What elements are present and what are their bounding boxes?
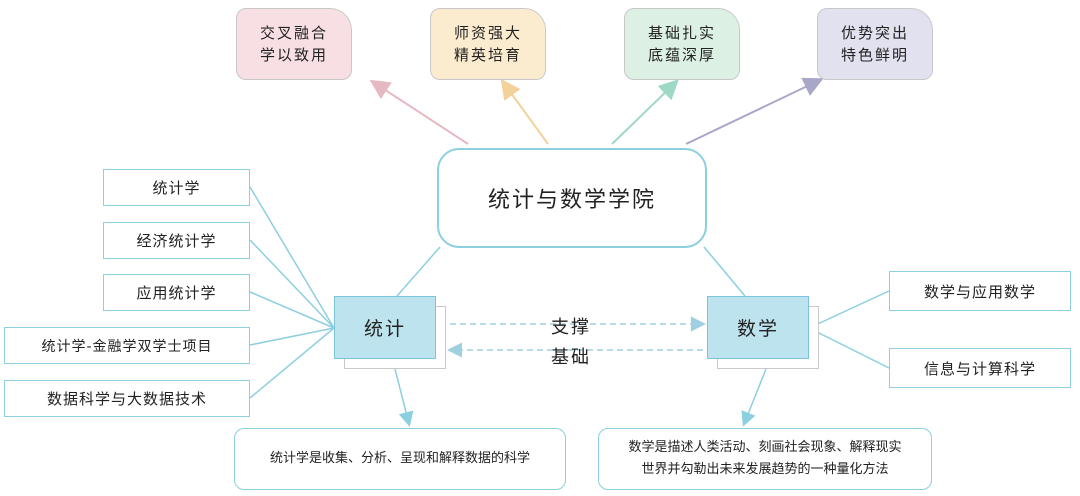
arrow-to-feature-2 — [500, 78, 549, 145]
statistics-definition: 统计学是收集、分析、呈现和解释数据的科学 — [234, 428, 566, 490]
stat-major-line-1 — [249, 186, 335, 329]
math-definition-arrow — [741, 368, 767, 427]
math-major-2: 信息与计算科学 — [889, 348, 1071, 388]
math-major-1: 数学与应用数学 — [889, 271, 1071, 311]
stat-major-line-5 — [249, 327, 335, 399]
feature-1-line1: 交叉融合 — [259, 24, 328, 42]
math-definition-line2: 世界并勾勒出未来发展趋势的一种量化方法 — [641, 462, 889, 477]
feature-2-line1: 师资强大 — [453, 24, 522, 42]
stat-major-line-2 — [249, 239, 335, 329]
math-definition: 数学是描述人类活动、刻画社会现象、解释现实 世界并勾勒出未来发展趋势的一种量化方… — [598, 428, 932, 490]
math-major-line-1 — [808, 290, 890, 329]
stat-definition-arrow — [394, 368, 414, 427]
center-to-math-line — [703, 246, 746, 297]
feature-tag-3: 基础扎实 底蕴深厚 — [624, 8, 740, 80]
feature-tag-1: 交叉融合 学以致用 — [236, 8, 352, 80]
math-definition-line1: 数学是描述人类活动、刻画社会现象、解释现实 — [628, 440, 902, 455]
arrow-to-feature-1 — [369, 79, 469, 145]
stat-major-3: 应用统计学 — [103, 274, 250, 311]
stat-major-1: 统计学 — [103, 169, 250, 206]
statistics-hub: 统计 — [334, 296, 436, 359]
arrow-to-feature-3 — [611, 79, 679, 145]
feature-tag-2: 师资强大 精英培育 — [430, 8, 546, 80]
stat-major-2: 经济统计学 — [103, 222, 250, 259]
foundation-label: 基础 — [551, 347, 591, 368]
feature-4-line2: 特色鲜明 — [840, 46, 909, 64]
college-title-box: 统计与数学学院 — [437, 148, 707, 248]
stat-major-4: 统计学-金融学双学士项目 — [4, 327, 250, 364]
math-hub: 数学 — [707, 296, 809, 359]
stat-major-line-4 — [249, 327, 335, 346]
center-to-statistics-line — [396, 246, 441, 297]
feature-3-line1: 基础扎实 — [647, 24, 716, 42]
feature-3-line2: 底蕴深厚 — [647, 46, 716, 64]
math-major-line-2 — [808, 327, 890, 369]
feature-1-line2: 学以致用 — [259, 46, 328, 64]
stat-major-5: 数据科学与大数据技术 — [4, 380, 250, 417]
support-label: 支撑 — [551, 317, 591, 338]
feature-2-line2: 精英培育 — [453, 46, 522, 64]
stat-major-line-3 — [249, 291, 335, 329]
feature-4-line1: 优势突出 — [840, 24, 909, 42]
arrow-to-feature-4 — [685, 77, 824, 145]
feature-tag-4: 优势突出 特色鲜明 — [817, 8, 933, 80]
